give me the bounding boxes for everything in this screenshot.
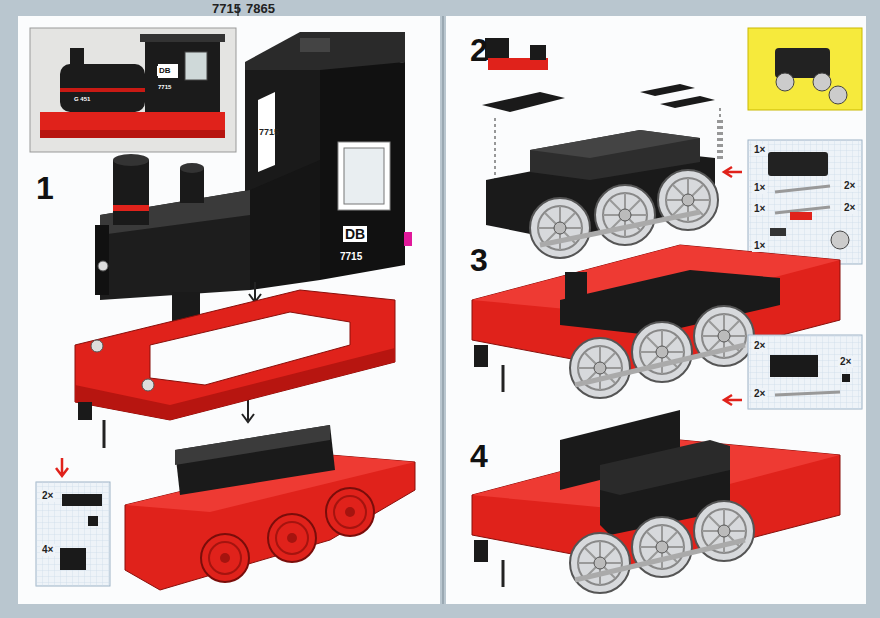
step-number: 2 bbox=[470, 34, 488, 66]
loco-marking: G 451 bbox=[74, 96, 90, 102]
part-count: 1× bbox=[752, 144, 767, 156]
part-count: 2× bbox=[752, 388, 767, 400]
step-number: 3 bbox=[470, 244, 488, 276]
part-count: 1× bbox=[752, 240, 767, 252]
set-number: 7865 bbox=[246, 2, 275, 15]
part-count: 2× bbox=[842, 202, 857, 214]
cab-number: 7715 bbox=[158, 84, 171, 90]
part-count: 2× bbox=[838, 356, 853, 368]
part-count: 1× bbox=[752, 203, 767, 215]
cab-number: 7715 bbox=[259, 128, 279, 137]
part-count: 1× bbox=[752, 182, 767, 194]
step-number: 4 bbox=[470, 440, 488, 472]
part-count: 2× bbox=[752, 340, 767, 352]
db-logo: DB bbox=[343, 226, 367, 242]
cab-number: 7715 bbox=[340, 252, 362, 262]
part-count: 4× bbox=[40, 544, 55, 556]
step-number: 1 bbox=[36, 172, 54, 204]
part-count: 2× bbox=[40, 490, 55, 502]
part-count: 2× bbox=[842, 180, 857, 192]
set-number: 7715 bbox=[212, 2, 241, 15]
db-logo: DB bbox=[157, 66, 173, 76]
